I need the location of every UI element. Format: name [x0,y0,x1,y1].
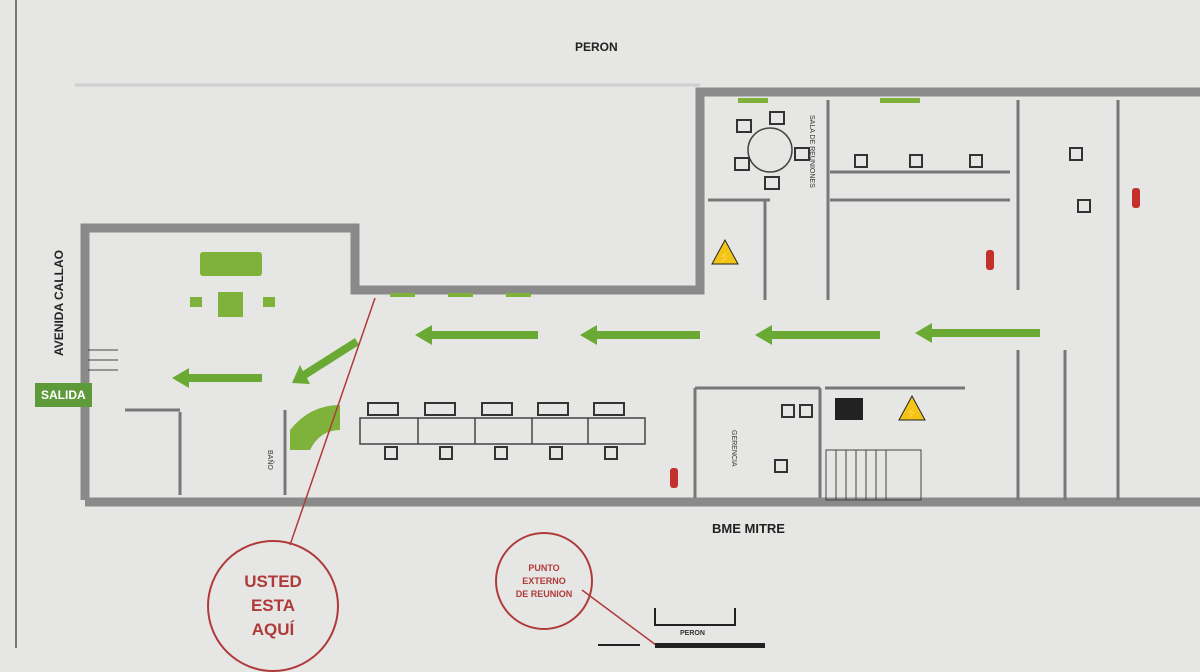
you-are-here-marker: USTED ESTA AQUÍ [207,540,339,672]
evacuation-arrow-icon [915,323,1040,343]
chairs [734,111,1091,473]
street-label-top: PERON [575,40,618,54]
evacuation-arrow-icon [755,325,880,345]
meeting-table [747,127,793,173]
electrical-hazard-icon: ⚡ [711,238,739,265]
mini-map-street-label: PERON [680,630,705,637]
outer-walls [80,87,1200,507]
desk-chairs [367,402,625,460]
evacuation-arrow-icon [415,325,538,345]
you-are-here-line: ESTA [250,596,296,615]
svg-text:⚡: ⚡ [718,250,733,264]
you-are-here-pointer [289,297,376,546]
workstations [359,417,646,445]
evacuation-arrow-icon [580,325,700,345]
you-are-here-line: AQUÍ [251,620,295,639]
floor-plan: ⚡ ⚡ [15,0,1200,648]
fire-extinguisher-icon [986,250,994,270]
street-label-left: AVENIDA CALLAO [52,250,66,356]
mini-map-street [654,608,736,626]
meeting-point-pointer [581,589,661,648]
meeting-point-line: DE REUNION [515,588,573,599]
equipment [835,398,863,420]
meeting-point-line: PUNTO [528,562,560,573]
stairs [88,349,922,501]
meeting-point-marker: PUNTO EXTERNO DE REUNION [495,532,593,630]
room-label-management: GERENCIA [730,430,737,467]
meeting-point-line: EXTERNO [522,575,566,586]
evacuation-arrows [172,323,1040,388]
fire-extinguisher-icon [1132,188,1140,208]
you-are-here-line: USTED [244,572,302,591]
inner-walls [125,100,1120,500]
evacuation-arrow-icon [292,338,359,384]
svg-text:⚡: ⚡ [905,406,920,420]
exit-sign: SALIDA [35,383,92,407]
evacuation-arrow-icon [172,368,262,388]
fire-extinguisher-icon [670,468,678,488]
green-furniture [190,98,920,450]
room-label-meeting: SALA DE REUNIONES [808,115,815,188]
electrical-hazard-icon: ⚡ [898,394,926,421]
room-label-bathroom: BAÑO [266,450,273,470]
street-label-bottom: BME MITRE [712,521,785,536]
